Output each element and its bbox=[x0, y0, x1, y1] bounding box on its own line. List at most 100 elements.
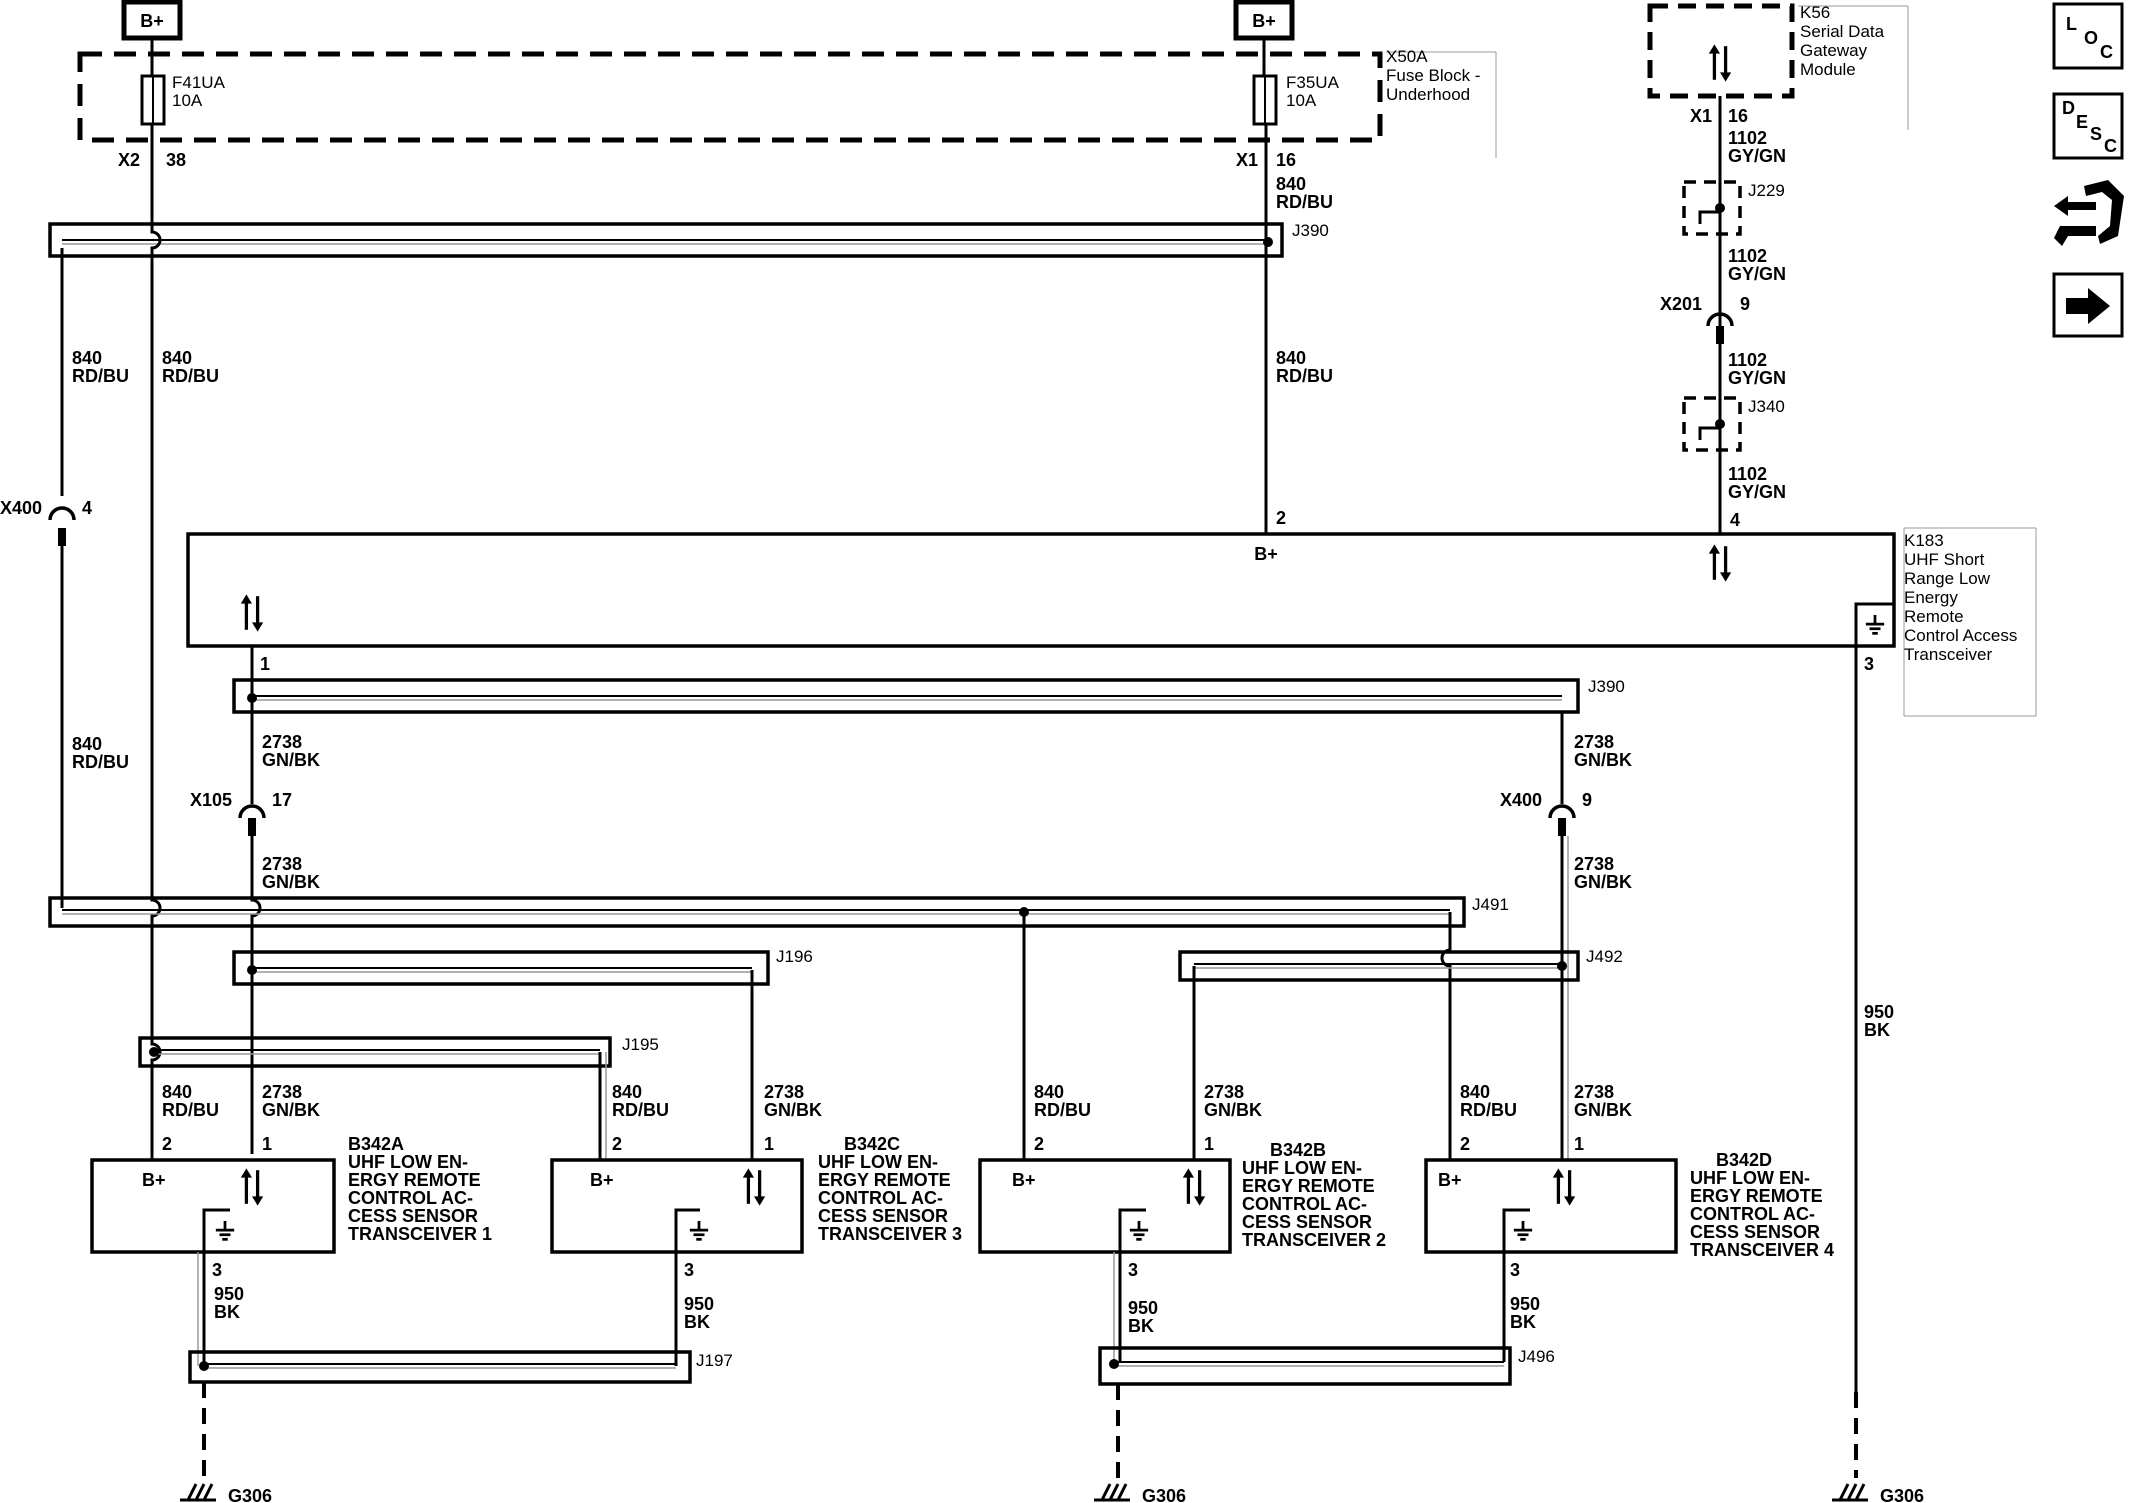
svg-text:UHF LOW EN-: UHF LOW EN- bbox=[1242, 1158, 1362, 1178]
wire-labels-sensor-a: 840 RD/BU 2738 GN/BK bbox=[162, 1082, 320, 1120]
svg-text:GN/BK: GN/BK bbox=[1574, 872, 1632, 892]
connector-view-button[interactable] bbox=[2050, 172, 2126, 258]
svg-text:J491: J491 bbox=[1472, 895, 1509, 914]
svg-text:950: 950 bbox=[684, 1294, 714, 1314]
svg-text:B+: B+ bbox=[1438, 1170, 1462, 1190]
svg-text:J229: J229 bbox=[1748, 181, 1785, 200]
svg-text:950: 950 bbox=[1128, 1298, 1158, 1318]
splice-j196: J196 bbox=[232, 947, 813, 986]
svg-text:J492: J492 bbox=[1586, 947, 1623, 966]
svg-text:3: 3 bbox=[1510, 1260, 1520, 1280]
svg-text:2738: 2738 bbox=[262, 732, 302, 752]
svg-text:840: 840 bbox=[1034, 1082, 1064, 1102]
sensor-b342b: 2 1 B+ B342B UHF LOW EN- ERGY REMOTE CON… bbox=[978, 1134, 1386, 1280]
sensor-b342d: 2 1 B+ B342D UHF LOW EN- ERGY REMOTE CON… bbox=[1424, 1134, 1834, 1280]
battery-supply-label: B+ bbox=[140, 11, 164, 31]
k183-bplus-pin: 2 bbox=[1276, 508, 1286, 528]
svg-text:Underhood: Underhood bbox=[1386, 85, 1470, 104]
svg-text:K183: K183 bbox=[1904, 531, 1944, 550]
desc-button[interactable]: D E S C bbox=[2052, 92, 2124, 160]
battery-supply-2: B+ bbox=[1233, 0, 1295, 41]
svg-text:RD/BU: RD/BU bbox=[1460, 1100, 1517, 1120]
svg-text:2738: 2738 bbox=[1204, 1082, 1244, 1102]
svg-text:9: 9 bbox=[1582, 790, 1592, 810]
gateway-pin: 16 bbox=[1728, 106, 1748, 126]
svg-text:CONTROL AC-: CONTROL AC- bbox=[1690, 1204, 1815, 1224]
svg-text:3: 3 bbox=[212, 1260, 222, 1280]
wire-label-1102-a: 1102 GY/GN bbox=[1728, 128, 1786, 166]
svg-text:D: D bbox=[2062, 98, 2075, 118]
wire-label-1102-c: 1102 GY/GN bbox=[1728, 350, 1786, 388]
svg-text:RD/BU: RD/BU bbox=[1034, 1100, 1091, 1120]
svg-text:J390: J390 bbox=[1292, 221, 1329, 240]
svg-text:BK: BK bbox=[1864, 1020, 1890, 1040]
wire-label-840-left-a: 840 RD/BU bbox=[72, 348, 129, 386]
svg-text:RD/BU: RD/BU bbox=[162, 366, 219, 386]
svg-text:GN/BK: GN/BK bbox=[764, 1100, 822, 1120]
fuse-f35ua: F35UA 10A bbox=[1252, 73, 1340, 126]
chassis-ground-icon bbox=[1830, 1482, 1870, 1502]
svg-text:F35UA: F35UA bbox=[1286, 73, 1340, 92]
svg-text:J340: J340 bbox=[1748, 397, 1785, 416]
ground-g306-c: G306 bbox=[1830, 1482, 1924, 1503]
wire-label-950-c: 950 BK bbox=[684, 1294, 714, 1332]
svg-text:L: L bbox=[2066, 14, 2077, 34]
wire-label-1102-b: 1102 GY/GN bbox=[1728, 246, 1786, 284]
k183-transceiver-module: B+ bbox=[186, 532, 1896, 648]
svg-text:CESS SENSOR: CESS SENSOR bbox=[348, 1206, 478, 1226]
gateway-connector: X1 bbox=[1690, 106, 1712, 126]
svg-text:X50A: X50A bbox=[1386, 47, 1428, 66]
splice-j390-lower: J390 bbox=[232, 677, 1625, 714]
svg-text:RD/BU: RD/BU bbox=[1276, 192, 1333, 212]
svg-text:O: O bbox=[2084, 28, 2098, 48]
svg-text:UHF LOW EN-: UHF LOW EN- bbox=[1690, 1168, 1810, 1188]
svg-text:B342D: B342D bbox=[1716, 1150, 1772, 1170]
svg-text:GN/BK: GN/BK bbox=[1574, 1100, 1632, 1120]
svg-text:950: 950 bbox=[214, 1284, 244, 1304]
svg-text:Energy: Energy bbox=[1904, 588, 1958, 607]
svg-text:CONTROL AC-: CONTROL AC- bbox=[818, 1188, 943, 1208]
svg-text:Range Low: Range Low bbox=[1904, 569, 1991, 588]
svg-text:GY/GN: GY/GN bbox=[1728, 368, 1786, 388]
wire-labels-sensor-b: 840 RD/BU 2738 GN/BK bbox=[1034, 1082, 1262, 1120]
svg-text:B+: B+ bbox=[1012, 1170, 1036, 1190]
svg-text:RD/BU: RD/BU bbox=[72, 752, 129, 772]
ground-g306-a: G306 bbox=[178, 1482, 272, 1503]
next-page-button[interactable] bbox=[2052, 272, 2124, 338]
fuse2-pin: 16 bbox=[1276, 150, 1296, 170]
svg-text:GY/GN: GY/GN bbox=[1728, 146, 1786, 166]
svg-text:RD/BU: RD/BU bbox=[1276, 366, 1333, 386]
svg-text:840: 840 bbox=[72, 734, 102, 754]
svg-text:1: 1 bbox=[764, 1134, 774, 1154]
svg-text:BK: BK bbox=[1510, 1312, 1536, 1332]
svg-text:2738: 2738 bbox=[262, 1082, 302, 1102]
desc-icon: D E S C bbox=[2062, 98, 2117, 156]
svg-text:F41UA: F41UA bbox=[172, 73, 226, 92]
svg-text:BK: BK bbox=[684, 1312, 710, 1332]
svg-text:2: 2 bbox=[162, 1134, 172, 1154]
arrow-right-icon bbox=[2066, 288, 2110, 324]
svg-text:G306: G306 bbox=[1142, 1486, 1186, 1503]
svg-text:TRANSCEIVER 3: TRANSCEIVER 3 bbox=[818, 1224, 962, 1244]
k183-label: K183 UHF Short Range Low Energy Remote C… bbox=[1903, 527, 2037, 717]
svg-text:2: 2 bbox=[612, 1134, 622, 1154]
chassis-ground-icon bbox=[1092, 1482, 1132, 1502]
svg-text:GN/BK: GN/BK bbox=[262, 750, 320, 770]
svg-text:Fuse Block -: Fuse Block - bbox=[1386, 66, 1480, 85]
wire-label-2738-d: 2738 GN/BK bbox=[1574, 854, 1632, 892]
fuse2-connector: X1 bbox=[1236, 150, 1258, 170]
connector-plug-icon bbox=[2054, 180, 2124, 246]
wire-label-1102-d: 1102 GY/GN bbox=[1728, 464, 1786, 502]
svg-text:X400: X400 bbox=[0, 498, 42, 518]
svg-text:J195: J195 bbox=[622, 1035, 659, 1054]
loc-button[interactable]: L O C bbox=[2052, 2, 2124, 70]
svg-text:GN/BK: GN/BK bbox=[1574, 750, 1632, 770]
svg-text:840: 840 bbox=[612, 1082, 642, 1102]
svg-text:S: S bbox=[2090, 124, 2102, 144]
svg-text:1102: 1102 bbox=[1728, 246, 1767, 266]
svg-text:2738: 2738 bbox=[262, 854, 302, 874]
svg-text:X105: X105 bbox=[190, 790, 232, 810]
connector-x201: X201 9 bbox=[1660, 294, 1750, 344]
svg-text:BK: BK bbox=[214, 1302, 240, 1322]
svg-text:CONTROL AC-: CONTROL AC- bbox=[1242, 1194, 1367, 1214]
